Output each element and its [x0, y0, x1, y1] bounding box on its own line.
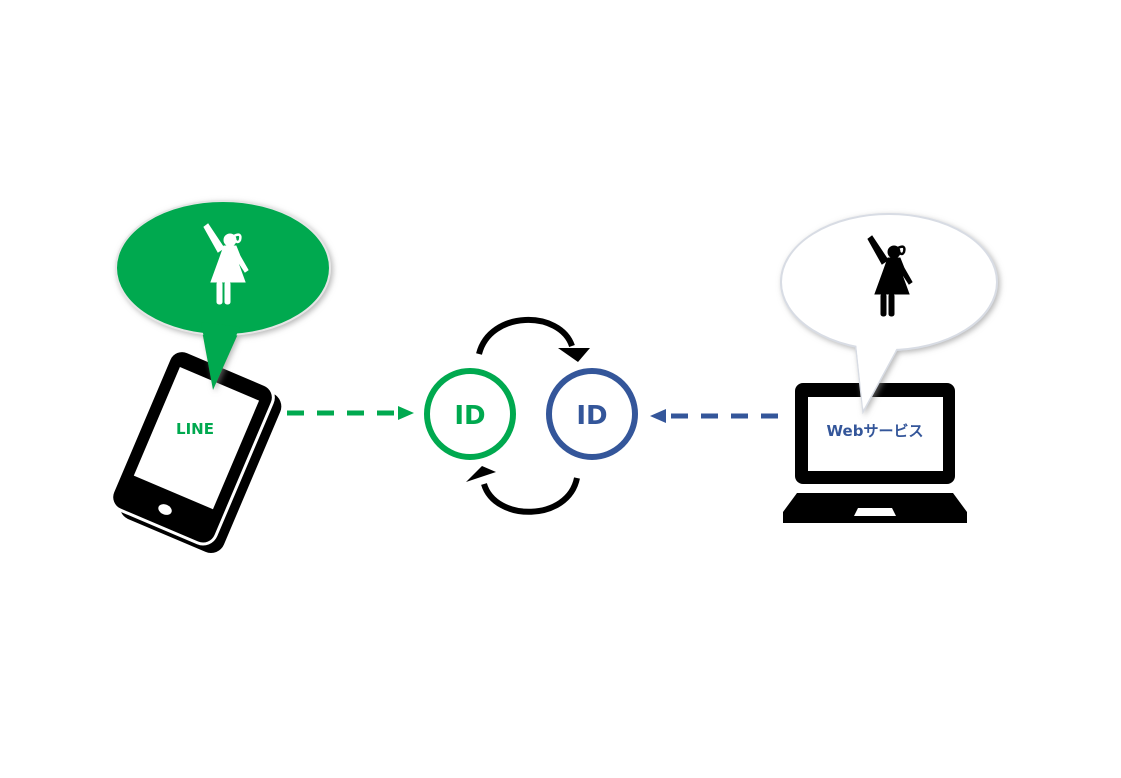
arrowhead-icon [398, 406, 414, 420]
sync-arrows-icon [466, 316, 590, 515]
arrowhead-icon [650, 409, 666, 423]
laptop-icon [783, 383, 967, 523]
line-id-label: ID [454, 401, 485, 431]
phone-label: LINE [176, 420, 214, 438]
smartphone-icon [110, 349, 282, 553]
web-id-label: ID [576, 401, 607, 431]
laptop-label: Webサービス [827, 422, 924, 440]
green-speech-bubble [115, 200, 331, 390]
line-id-circle [424, 368, 516, 460]
web-id-circle [546, 368, 638, 460]
